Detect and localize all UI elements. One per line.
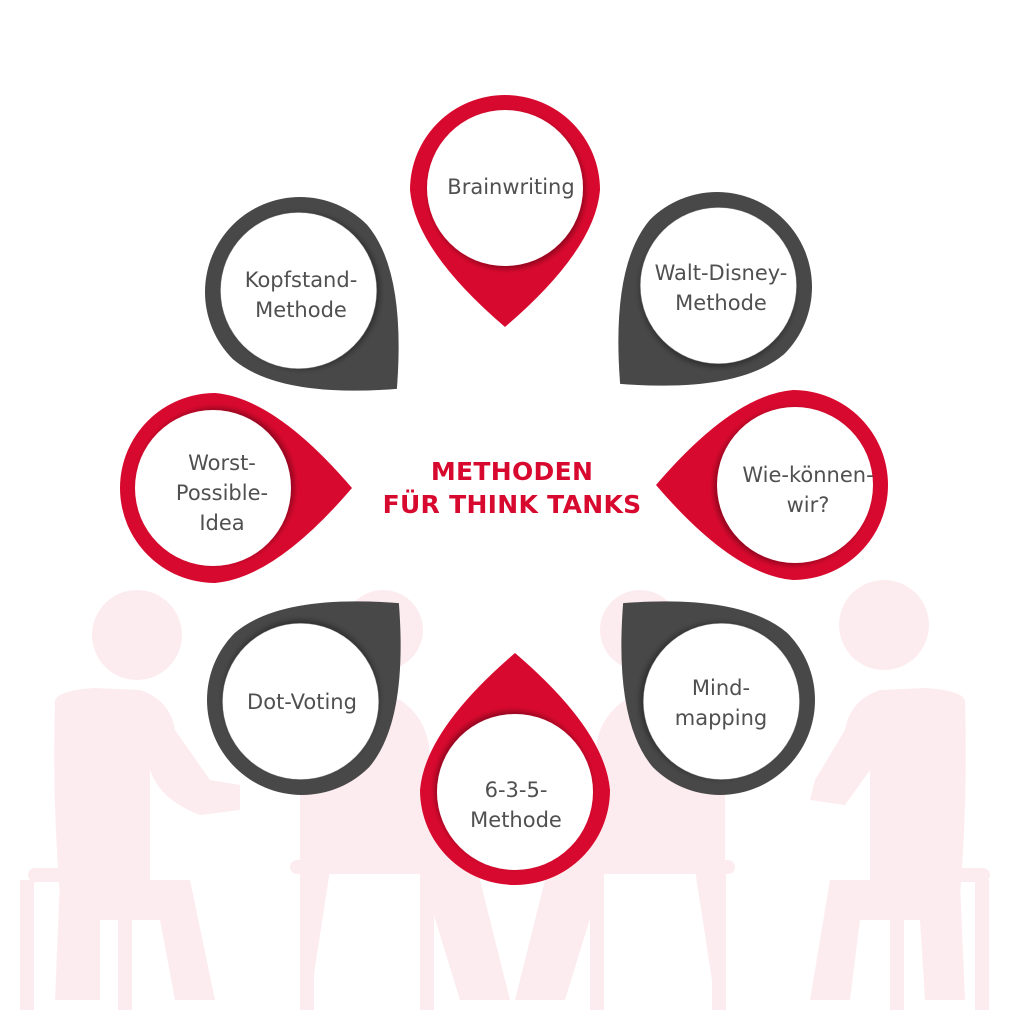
pin-wie-koennen-wir[interactable]: [656, 390, 888, 580]
pin-6-3-5[interactable]: [420, 653, 610, 885]
title-line-2: FÜR THINK TANKS: [382, 490, 642, 519]
label-line: Methode: [255, 298, 347, 322]
label-worst-possible-idea: Worst- Possible- Idea: [137, 448, 307, 538]
seated-person-4: [810, 580, 990, 1010]
label-line: Mind-: [691, 676, 751, 700]
label-kopfstand: Kopfstand- Methode: [216, 265, 386, 325]
label-line: 6-3-5-: [484, 778, 548, 802]
seated-person-1: [20, 590, 240, 1010]
label-brainwriting: Brainwriting: [426, 172, 596, 202]
label-line: Brainwriting: [447, 175, 575, 199]
label-line: Idea: [199, 511, 245, 535]
label-line: Dot-Voting: [247, 690, 357, 714]
label-walt-disney: Walt-Disney- Methode: [636, 258, 806, 318]
title-line-1: METHODEN: [430, 457, 594, 486]
pin-worst-possible-idea[interactable]: [120, 393, 352, 583]
pin-mindmapping[interactable]: [556, 536, 854, 834]
pin-dot-voting[interactable]: [168, 536, 466, 834]
label-line: mapping: [674, 706, 768, 730]
pin-walt-disney[interactable]: [553, 153, 851, 451]
pin-kopfstand[interactable]: [166, 158, 464, 456]
label-line: Possible-: [175, 481, 269, 505]
label-line: Methode: [470, 808, 562, 832]
page-title: METHODEN FÜR THINK TANKS: [332, 455, 692, 521]
label-line: Worst-: [188, 451, 256, 475]
label-line: Wie-können-: [742, 463, 874, 487]
label-6-3-5: 6-3-5- Methode: [431, 775, 601, 835]
label-line: wir?: [786, 493, 830, 517]
label-mindmapping: Mind- mapping: [636, 673, 806, 733]
label-dot-voting: Dot-Voting: [217, 687, 387, 717]
label-line: Methode: [675, 291, 767, 315]
label-line: Kopfstand-: [244, 268, 358, 292]
label-line: Walt-Disney-: [654, 261, 788, 285]
pin-brainwriting[interactable]: [410, 95, 600, 327]
label-wie-koennen-wir: Wie-können- wir?: [723, 460, 893, 520]
